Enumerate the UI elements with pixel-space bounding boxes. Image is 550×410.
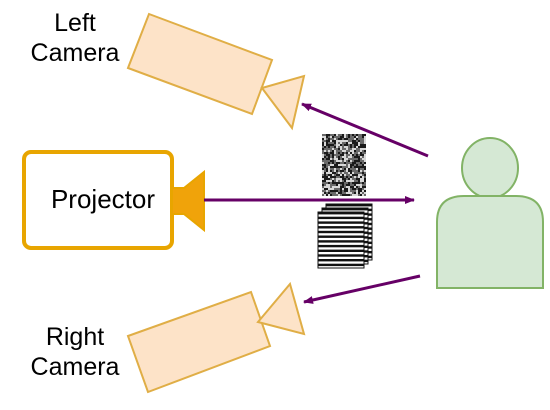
stripe-pattern-stack-icon (317, 203, 373, 269)
person-icon (436, 137, 544, 289)
left-camera-label: Left Camera (0, 8, 150, 68)
right-camera-label-line1: Right (45, 323, 105, 351)
right-camera-lens (256, 281, 306, 336)
left-camera-body (126, 12, 274, 116)
left-camera-label-line1: Left (54, 9, 96, 37)
noise-pattern-icon (322, 134, 366, 196)
person-body (436, 195, 544, 289)
right-camera-body (126, 290, 272, 394)
arrow-to-left-camera (301, 102, 429, 158)
projector-icon (22, 150, 205, 250)
projector-lens (171, 169, 205, 233)
left-camera-label-line2: Camera (30, 39, 120, 67)
left-camera-lens (260, 74, 306, 131)
projector-label: Projector (50, 184, 156, 214)
arrow-to-right-camera (303, 274, 421, 304)
right-camera-label: Right Camera (0, 322, 150, 382)
right-camera-label-line2: Camera (30, 353, 120, 381)
left-camera-icon (126, 12, 306, 131)
person-head (461, 137, 519, 199)
right-camera-icon (126, 281, 306, 394)
